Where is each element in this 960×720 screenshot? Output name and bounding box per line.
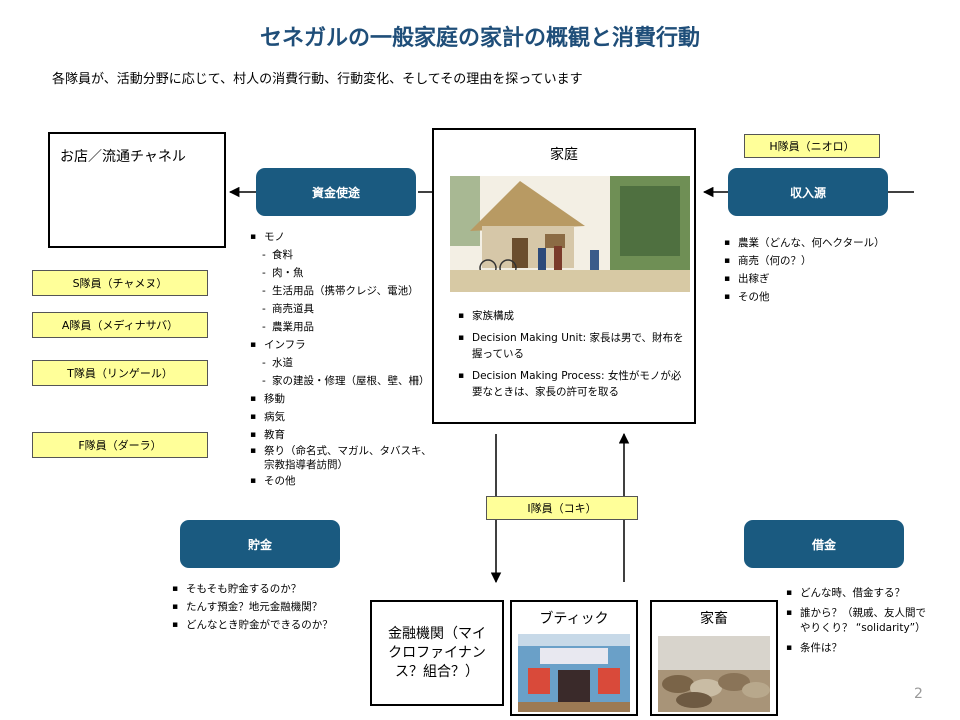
loan-button[interactable]: 借金 — [744, 520, 904, 568]
page-title: セネガルの一般家庭の家計の概観と消費行動 — [259, 26, 700, 51]
income-item: 出稼ぎ — [724, 270, 924, 288]
spending-item: 肉・魚 — [250, 264, 436, 282]
finance-institution-box: 金融機関（マイクロファイナンス？組合？） — [370, 600, 504, 706]
household-box: 家庭 家族構成 Decision Making Unit: 家長は男で、財布を握… — [432, 128, 696, 424]
boutique-label: ブティック — [539, 611, 609, 627]
savings-button[interactable]: 貯金 — [180, 520, 340, 568]
page-number: 2 — [914, 686, 923, 702]
spending-item: 家の建設・修理（屋根、壁、柵） — [250, 372, 436, 390]
loan-item-list: どんな時、借金する？ 誰から？（親戚、友人間でやりくり？ “solidarity… — [786, 586, 936, 656]
page-subtitle: 各隊員が、活動分野に応じて、村人の消費行動、行動変化、そしてその理由を探っていま… — [52, 72, 583, 87]
spending-item: 病気 — [250, 408, 436, 426]
spending-item: 商売道具 — [250, 300, 436, 318]
household-illustration — [450, 176, 690, 292]
volunteer-label-s: S隊員（チャメヌ） — [32, 270, 208, 296]
income-item: 商売（何の？） — [724, 252, 924, 270]
volunteer-label-f: F隊員（ダーラ） — [32, 432, 208, 458]
income-item: その他 — [724, 288, 924, 306]
household-label: 家庭 — [550, 147, 578, 163]
volunteer-label-a: A隊員（メディナサバ） — [32, 312, 208, 338]
livestock-box: 家畜 — [650, 600, 778, 716]
household-bullet-item: Decision Making Process: 女性がモノが必要なときは、家長… — [458, 368, 688, 400]
village-hut-image — [450, 176, 690, 292]
spending-item: インフラ — [250, 336, 436, 354]
household-bullet-item: 家族構成 — [458, 308, 688, 324]
volunteer-label-t: T隊員（リンゲール） — [32, 360, 208, 386]
boutique-box: ブティック — [510, 600, 638, 716]
spending-item: 生活用品（携帯クレジ、電池） — [250, 282, 436, 300]
boutique-photo-image — [518, 634, 630, 712]
savings-item-list: そもそも貯金するのか？ たんす預金？地元金融機関？ どんなとき貯金ができるのか？ — [172, 580, 372, 634]
savings-item: どんなとき貯金ができるのか？ — [172, 616, 372, 634]
spending-item: モノ — [250, 228, 436, 246]
income-item-list: 農業（どんな、何ヘクタール） 商売（何の？） 出稼ぎ その他 — [724, 234, 924, 306]
shop-channel-box: お店／流通チャネル — [48, 132, 226, 248]
volunteer-label-h: H隊員（ニオロ） — [744, 134, 880, 158]
volunteer-label-i: I隊員（コキ） — [486, 496, 638, 520]
spending-item: その他 — [250, 472, 436, 490]
finance-institution-label: 金融機関（マイクロファイナンス？組合？） — [388, 625, 486, 680]
spending-item: 食料 — [250, 246, 436, 264]
loan-item: どんな時、借金する？ — [786, 586, 936, 601]
income-item: 農業（どんな、何ヘクタール） — [724, 234, 924, 252]
household-bullet-item: Decision Making Unit: 家長は男で、財布を握っている — [458, 330, 688, 362]
livestock-label: 家畜 — [700, 611, 728, 627]
spending-button[interactable]: 資金使途 — [256, 168, 416, 216]
spending-item-list: モノ食料肉・魚生活用品（携帯クレジ、電池）商売道具農業用品インフラ水道家の建設・… — [250, 228, 436, 490]
spending-item: 移動 — [250, 390, 436, 408]
income-button[interactable]: 収入源 — [728, 168, 888, 216]
loan-item: 誰から？（親戚、友人間でやりくり？ “solidarity”） — [786, 606, 936, 636]
loan-item: 条件は？ — [786, 641, 936, 656]
savings-item: たんす預金？地元金融機関？ — [172, 598, 372, 616]
spending-item: 農業用品 — [250, 318, 436, 336]
savings-item: そもそも貯金するのか？ — [172, 580, 372, 598]
shop-channel-label: お店／流通チャネル — [60, 149, 186, 165]
spending-item: 水道 — [250, 354, 436, 372]
spending-item: 祭り（命名式、マガル、タバスキ、宗教指導者訪問） — [250, 444, 436, 472]
spending-item: 教育 — [250, 426, 436, 444]
livestock-photo-image — [658, 636, 770, 712]
household-bullet-list: 家族構成 Decision Making Unit: 家長は男で、財布を握ってい… — [458, 308, 688, 400]
